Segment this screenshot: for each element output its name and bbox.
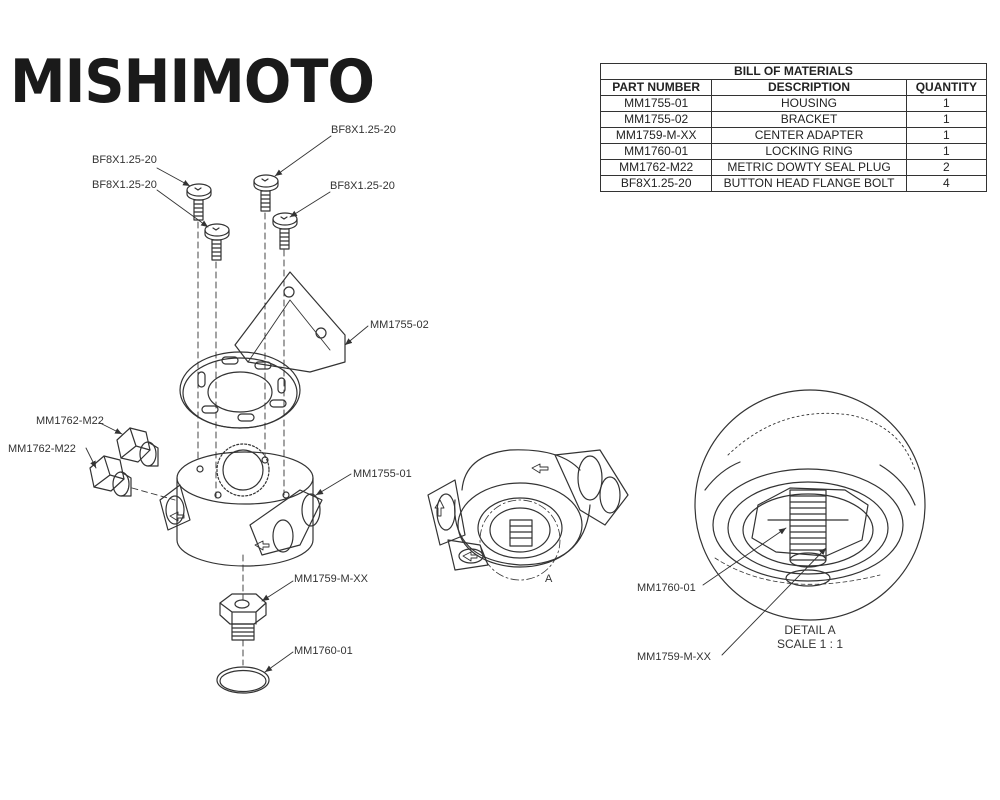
detail-scale: SCALE 1 : 1 [777,637,843,651]
plug-centerline [131,487,176,501]
brand-logo: MISHIMOTO [10,47,375,117]
callout-bracket: MM1755-02 [370,319,429,331]
bottom-view-a [427,449,629,581]
table-row: BF8X1.25-20 BUTTON HEAD FLANGE BOLT 4 [599,175,988,192]
description-cell: BUTTON HEAD FLANGE BOLT [711,175,907,192]
detail-callout-locking-ring: MM1760-01 [637,582,696,594]
column-header-quantity: QUANTITY [905,79,988,96]
callout-bolt-top-left: BF8X1.25-20 [92,154,157,166]
detail-a-view [694,389,926,621]
callout-locking-ring: MM1760-01 [294,645,353,657]
bill-of-materials-table: BILL OF MATERIALS PART NUMBER DESCRIPTIO… [599,63,988,192]
housing [159,443,323,567]
center-adapter [219,593,267,641]
table-row: MM1759-M-XX CENTER ADAPTER 1 [599,127,988,144]
part-number-cell: MM1755-01 [599,95,713,112]
part-number-cell: MM1755-02 [599,111,713,128]
assembly-centerlines [197,212,285,666]
view-a-label: A [545,573,553,585]
description-cell: LOCKING RING [711,143,907,160]
table-header-row: PART NUMBER DESCRIPTION QUANTITY [599,79,988,96]
quantity-cell: 4 [905,175,988,192]
callout-plug-lower: MM1762-M22 [8,443,76,455]
locking-ring [216,666,270,694]
table-row: MM1762-M22 METRIC DOWTY SEAL PLUG 2 [599,159,988,176]
detail-title: DETAIL A [784,623,835,637]
bolt-mid-right [272,212,298,250]
callout-bolt-top-right: BF8X1.25-20 [331,124,396,136]
callout-bolt-mid-right: BF8X1.25-20 [330,180,395,192]
bracket [179,271,346,429]
bolt-mid-left [204,223,230,261]
table-row: MM1755-02 BRACKET 1 [599,111,988,128]
callout-bolt-mid-left: BF8X1.25-20 [92,179,157,191]
plug-lower [89,455,132,497]
part-number-cell: BF8X1.25-20 [599,175,713,192]
bolt-top-right [253,174,279,212]
plug-upper [116,427,159,467]
table-row: MM1760-01 LOCKING RING 1 [599,143,988,160]
callout-plug-upper: MM1762-M22 [36,415,104,427]
detail-callout-center-adapter: MM1759-M-XX [637,651,712,663]
leader-lines [85,135,827,673]
callout-center-adapter: MM1759-M-XX [294,573,369,585]
description-cell: CENTER ADAPTER [711,127,907,144]
table-row: MM1755-01 HOUSING 1 [599,95,988,112]
callout-housing: MM1755-01 [353,468,412,480]
